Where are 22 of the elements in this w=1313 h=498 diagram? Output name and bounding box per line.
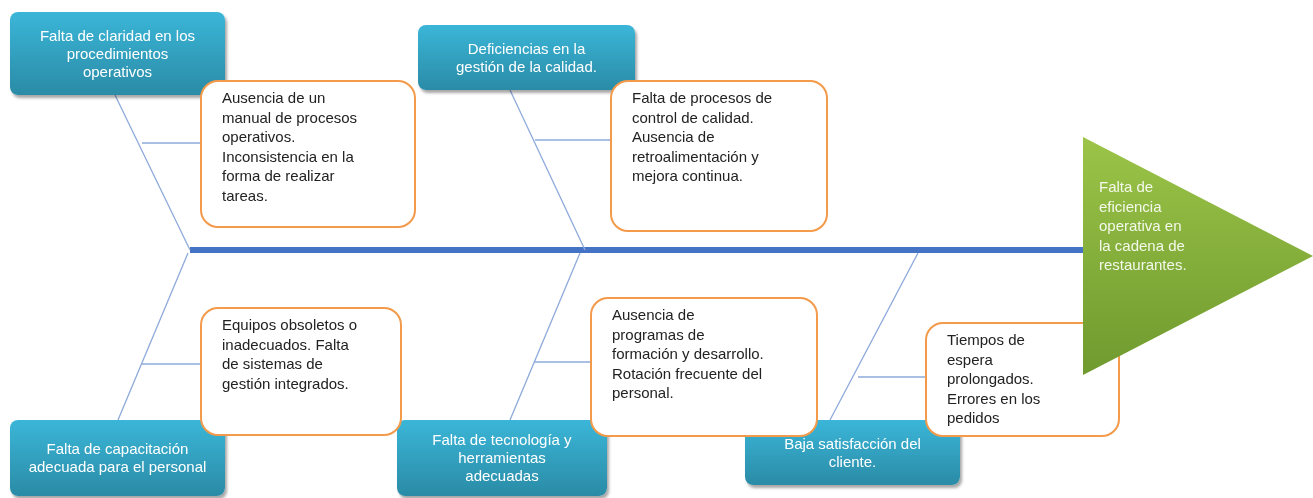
- cause-note-box: Tiempos de espera prolongados. Errores en los pedidos: [925, 322, 1120, 437]
- bone-line: [141, 363, 201, 365]
- category-box: Deficiencias en la gestión de la calidad.: [418, 25, 635, 90]
- effect-arrow-head: [1083, 137, 1313, 375]
- cause-note-box: Ausencia de un manual de procesos operativos. Inconsistencia en la forma de realizar tareas.: [200, 80, 416, 228]
- cause-note-box: Equipos obsoletos o inadecuados. Falta de sistemas de gestión integrados.: [200, 307, 402, 436]
- category-box: Falta de capacitación adecuada para el personal: [10, 420, 225, 496]
- cause-note-box: Ausencia de programas de formación y desarrollo. Rotación frecuente del personal.: [590, 297, 818, 437]
- bone-line: [857, 376, 926, 378]
- category-box: Falta de claridad en los procedimientos operativos: [10, 12, 225, 95]
- bone-line: [509, 89, 586, 251]
- cause-note-box: Falta de procesos de control de calidad. Ausencia de retroalimentación y mejora continua.: [610, 80, 828, 232]
- bone-line: [509, 252, 581, 421]
- bone-line: [141, 142, 201, 144]
- bone-line: [533, 361, 591, 363]
- bone-line: [534, 139, 611, 141]
- bone-line: [117, 252, 189, 421]
- category-box: Falta de tecnología y herramientas adecuadas: [397, 420, 607, 496]
- effect-label: Falta de eficiencia operativa en la cadena de restaurantes.: [1099, 177, 1188, 275]
- bone-line: [114, 94, 191, 251]
- spine-line: [190, 247, 1083, 253]
- bone-line: [829, 252, 919, 421]
